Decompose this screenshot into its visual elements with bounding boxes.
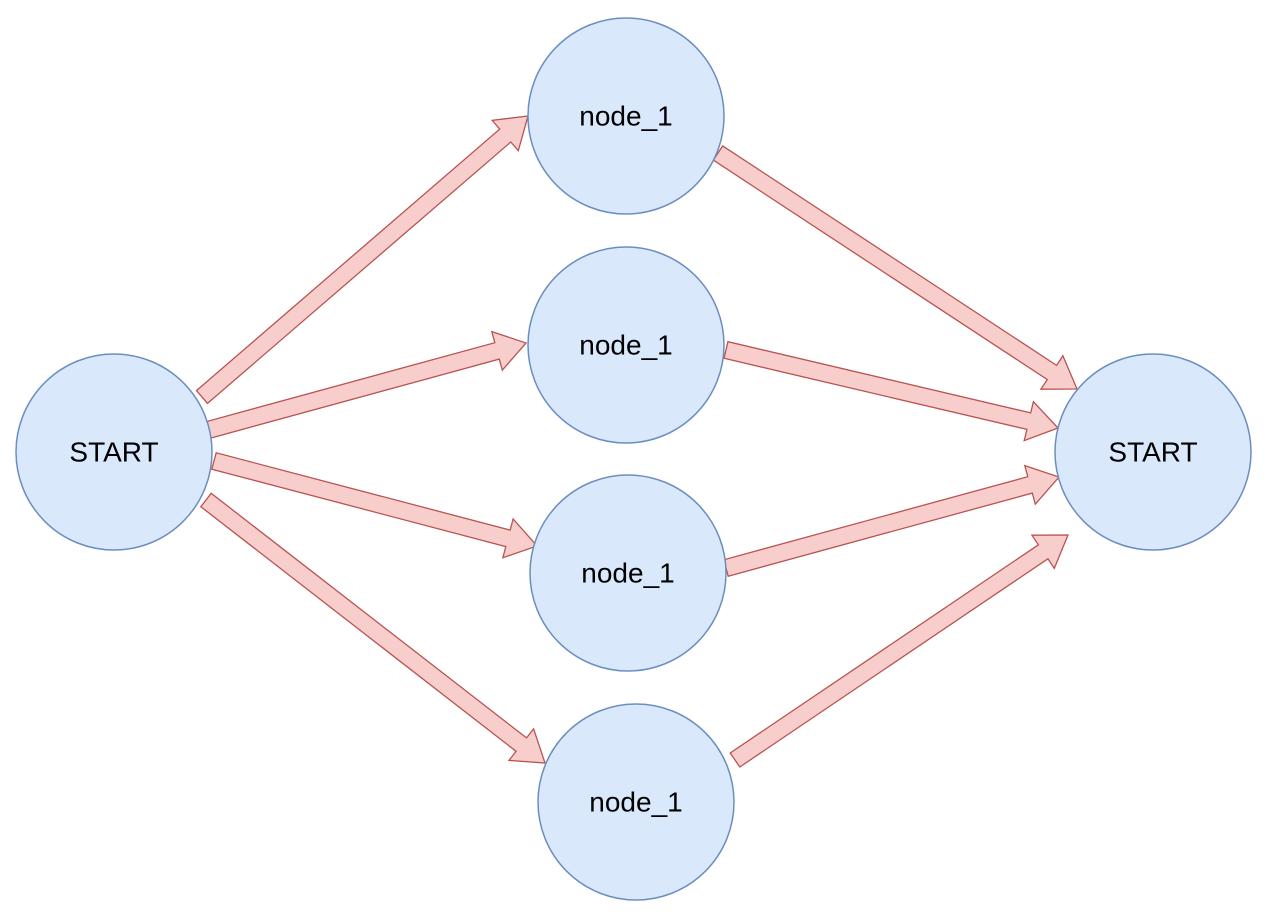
node-circle: [527, 17, 725, 215]
edge-arrow-node_d-to-start_right: [729, 534, 1069, 768]
edges-layer: [195, 115, 1078, 768]
edge-arrow-node_c-to-start_right: [723, 464, 1061, 577]
node-label: START: [1108, 437, 1197, 468]
node-label: node_1: [579, 330, 672, 361]
node-circle: [15, 353, 213, 551]
node-node_c: node_1: [529, 474, 727, 672]
node-node_d: node_1: [537, 703, 735, 901]
edge-arrow-node_b-to-start_right: [723, 340, 1060, 442]
node-node_a: node_1: [527, 17, 725, 215]
node-circle: [1054, 353, 1252, 551]
node-label: node_1: [579, 101, 672, 132]
edge-arrow-node_a-to-start_right: [712, 145, 1078, 390]
edge-arrow-start_left-to-node_d: [199, 492, 546, 764]
edge-arrow-start_left-to-node_a: [195, 115, 529, 405]
node-label: START: [69, 437, 158, 468]
node-label: node_1: [589, 787, 682, 818]
node-circle: [527, 246, 725, 444]
edge-arrow-start_left-to-node_b: [205, 330, 528, 439]
node-circle: [537, 703, 735, 901]
node-start_left: START: [15, 353, 213, 551]
node-start_right: START: [1054, 353, 1252, 551]
node-node_b: node_1: [527, 246, 725, 444]
node-circle: [529, 474, 727, 672]
edge-arrow-start_left-to-node_c: [211, 452, 539, 559]
node-label: node_1: [581, 558, 674, 589]
